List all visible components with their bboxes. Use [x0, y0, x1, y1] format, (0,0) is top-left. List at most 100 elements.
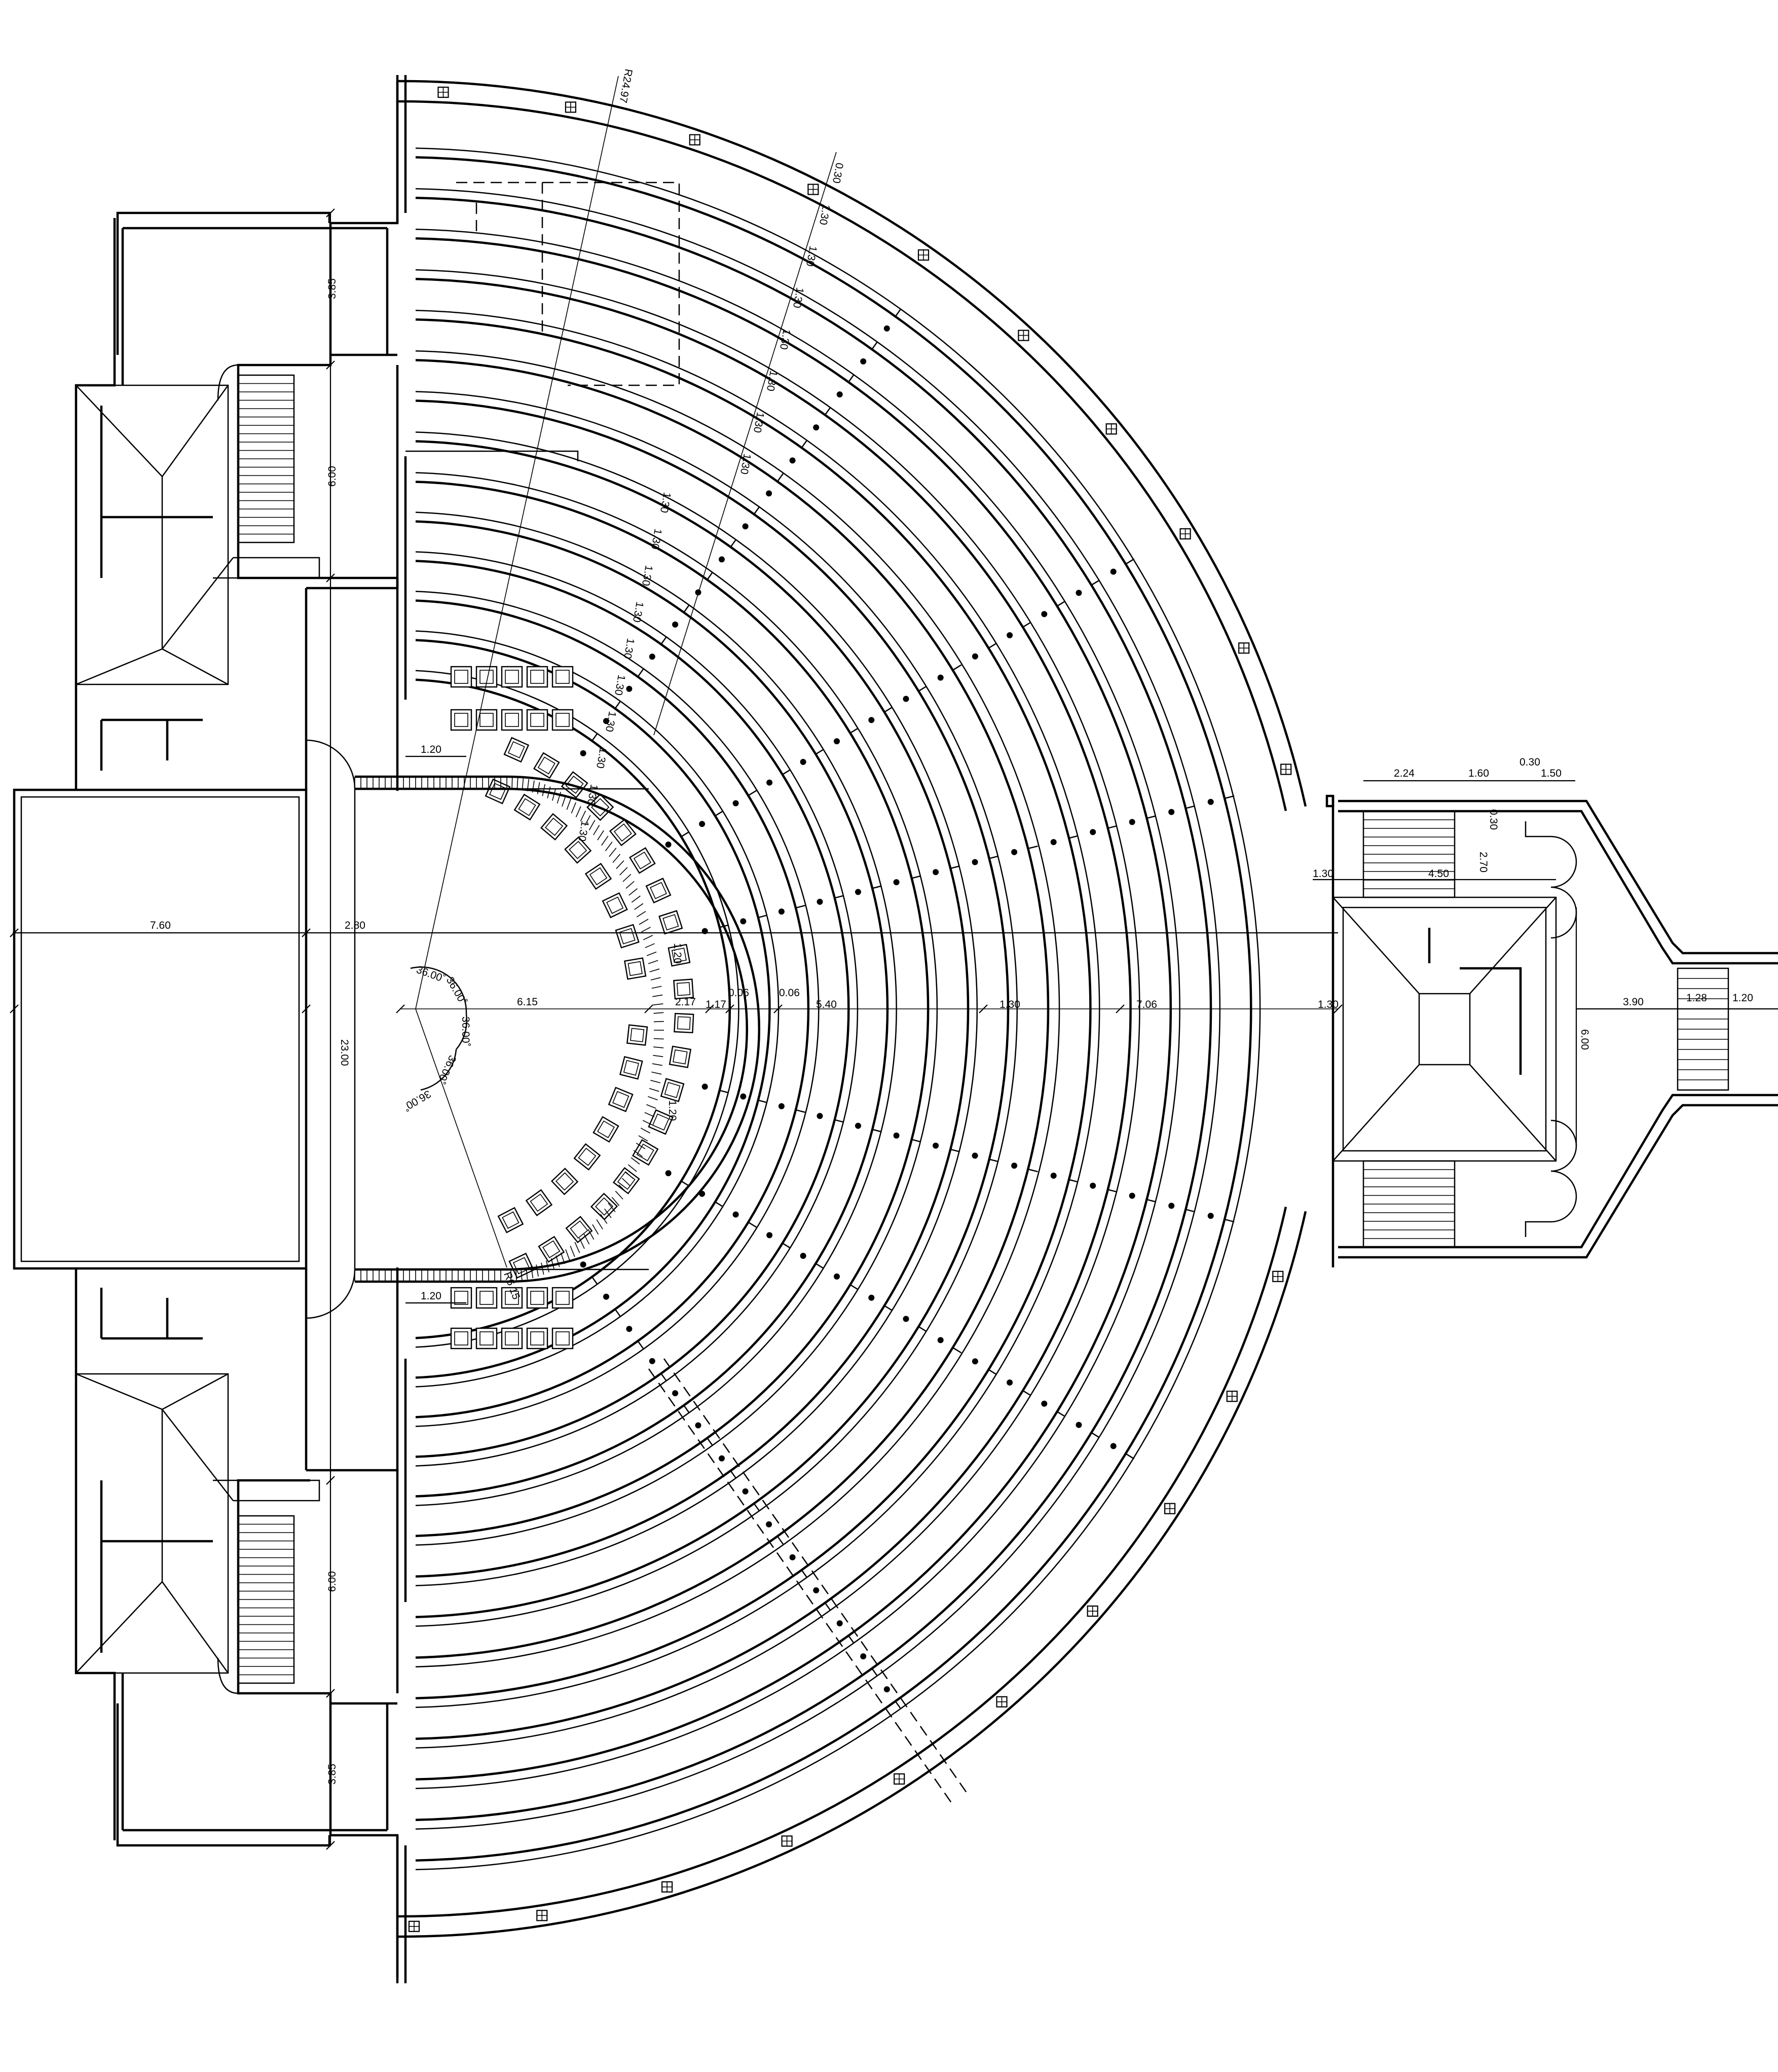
seat-icon [526, 1327, 548, 1350]
seat-icon [592, 1116, 619, 1143]
hatch-tick [653, 1012, 664, 1014]
seat-icon [513, 793, 541, 821]
roof-hip [162, 1409, 234, 1501]
aisle-dot [860, 1653, 867, 1660]
aisle-dot [1110, 1443, 1117, 1449]
seat-icon [674, 1012, 694, 1034]
seat-body [538, 1235, 565, 1263]
seat-cushion [627, 961, 643, 976]
row-break [1028, 845, 1038, 849]
seat-cushion [677, 1016, 691, 1030]
aisle-dot [701, 1083, 708, 1090]
seat-cushion [676, 982, 691, 996]
column-icon [917, 249, 930, 261]
dim-label: 0.06 [779, 987, 800, 999]
aisle-dot [860, 358, 867, 365]
row-break [1091, 1432, 1100, 1438]
aisle-dot [1129, 1192, 1135, 1199]
hatch-tick [560, 1252, 565, 1264]
hatch-tick [653, 1046, 664, 1048]
seat-icon [450, 666, 472, 688]
aisle-dot [893, 879, 900, 886]
hatch-tick [652, 1063, 662, 1066]
door-swing [306, 739, 356, 789]
seat-body [450, 666, 472, 688]
row-break [753, 1503, 760, 1512]
outer-wall [397, 1207, 1287, 1918]
seat-icon [628, 847, 656, 874]
hatch-tick [579, 1238, 585, 1249]
radial-dim-label: 1.30 [764, 370, 780, 392]
seat-icon [450, 1327, 472, 1350]
hatch-tick [588, 820, 596, 830]
seat-cushion [555, 1291, 570, 1305]
aisle-dot [1110, 568, 1117, 575]
dim-tick [1333, 1004, 1343, 1013]
seat-icon [551, 709, 574, 731]
stair-icon [1677, 967, 1729, 1091]
dim-label: 0.30 [1520, 756, 1540, 768]
dim-label: 0.06 [728, 987, 749, 999]
aisle-dot [1041, 1400, 1048, 1407]
seat-body [660, 1078, 685, 1102]
dim-label: 1.30 [1313, 868, 1333, 880]
hatch-tick [593, 825, 600, 835]
aisle-dot [1007, 1379, 1013, 1386]
aisle-dot [740, 918, 747, 925]
dim-tick [979, 1004, 988, 1013]
seat-icon [632, 1139, 659, 1166]
seat-cushion [662, 914, 679, 931]
radial-dim-label: 1.30 [621, 637, 637, 660]
aisle-dot [626, 1326, 633, 1332]
aisle-dot [699, 821, 706, 827]
hatch-tick [638, 1135, 648, 1142]
seat-body [526, 1327, 548, 1350]
seat-cushion [595, 1197, 614, 1216]
seat-body [450, 1327, 472, 1350]
dim-tick [326, 1476, 335, 1485]
seat-body [573, 1143, 601, 1171]
aisle-dot [836, 1620, 843, 1626]
seat-cushion [613, 823, 632, 842]
seat-body [503, 737, 530, 763]
hatch-tick [651, 986, 662, 989]
row-break [872, 885, 882, 889]
aisle-dot [672, 621, 679, 628]
row-break [1126, 558, 1135, 564]
seat-body [628, 847, 656, 874]
seat-body [669, 1045, 692, 1068]
hatch-tick [645, 943, 655, 949]
seat-cushion [569, 841, 587, 859]
seat-icon [540, 813, 568, 841]
hatch-tick [650, 977, 661, 980]
corridor-wall [306, 1328, 399, 1472]
hatch-tick [575, 806, 581, 818]
row-break [872, 1129, 882, 1133]
row-break [706, 572, 713, 580]
seat-cushion [545, 817, 564, 836]
seat-icon [450, 1287, 472, 1309]
wing-wall [237, 81, 399, 579]
door-swing [306, 1269, 356, 1319]
hatch-tick [531, 1266, 534, 1279]
dim-tick [10, 928, 19, 937]
hatch-tick [570, 1246, 575, 1257]
hatch-tick [621, 1178, 631, 1186]
hatch-tick [634, 903, 644, 910]
seat-icon [619, 1056, 643, 1080]
row-break [1091, 579, 1100, 586]
radius-label: R24.97 [617, 68, 634, 104]
dim-tick [644, 1004, 653, 1013]
seat-body [615, 924, 640, 949]
row-break [660, 636, 667, 645]
aisle-dot [868, 1294, 875, 1301]
aisle-dot [766, 1521, 772, 1528]
hatch-tick [604, 1208, 612, 1218]
stage [13, 730, 761, 1328]
row-break [884, 1305, 893, 1311]
seat-body [450, 709, 472, 731]
seat-body [584, 862, 612, 890]
row-break [758, 915, 767, 919]
seat-cushion [479, 713, 494, 727]
